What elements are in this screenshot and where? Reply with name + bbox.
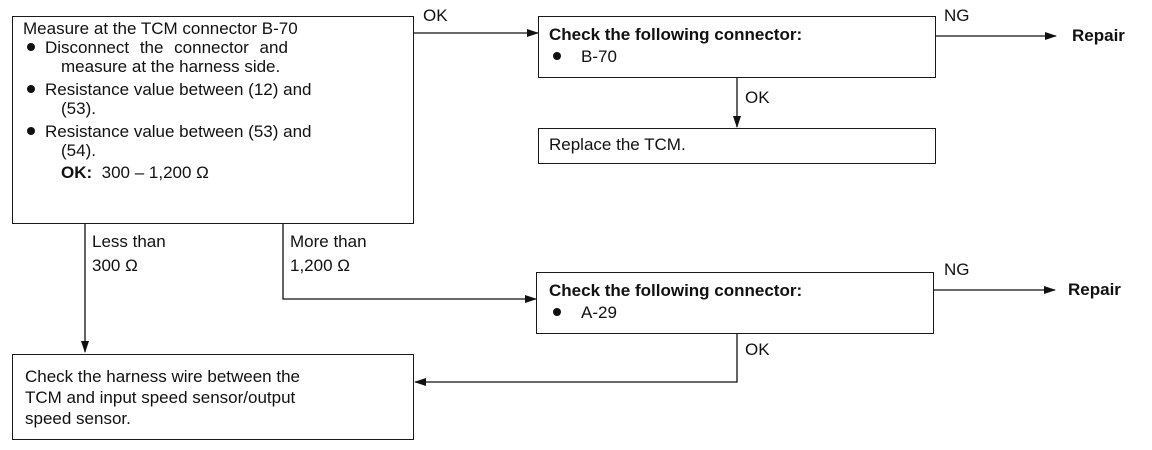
- harness-check-box: Check the harness wire between the TCM a…: [12, 354, 414, 440]
- measure-box: Measure at the TCM connector B-70 Discon…: [12, 16, 414, 224]
- check-a29-item: A-29: [553, 303, 617, 322]
- ok-range-value: 300 – 1,200 Ω: [101, 163, 209, 182]
- check-b70-title: Check the following connector:: [549, 25, 803, 44]
- replace-tcm-text: Replace the TCM.: [549, 135, 686, 154]
- ok-label-mid: OK: [745, 88, 770, 107]
- more-than-arrow: [282, 224, 537, 303]
- check-b70-connector: B-70: [581, 47, 617, 66]
- measure-bullet-cont: (53).: [61, 99, 96, 118]
- measure-title: Measure at the TCM connector B-70: [23, 19, 298, 38]
- ok-range-label: OK:: [61, 163, 93, 182]
- more-than-value: 1,200 Ω: [290, 256, 350, 275]
- bullet-text: Resistance value between (53) and: [45, 122, 312, 141]
- bullet-icon: [553, 51, 561, 60]
- measure-bullet-line: Resistance value between (53) and: [27, 122, 312, 141]
- bullet-text: Resistance value between (12) and: [45, 80, 312, 99]
- repair-label-top: Repair: [1072, 26, 1125, 45]
- ok-arrow-bottom: [414, 334, 738, 386]
- measure-bullet-line: Disconnect the connector and: [27, 38, 288, 57]
- check-a29-connector: A-29: [581, 303, 617, 322]
- ng-label-top: NG: [944, 6, 970, 25]
- bullet-icon: [27, 84, 35, 93]
- bullet-icon: [27, 126, 35, 135]
- check-b70-item: B-70: [553, 47, 617, 66]
- measure-bullet-cont: measure at the harness side.: [61, 57, 281, 76]
- less-than-value: 300 Ω: [92, 256, 138, 275]
- ok-range: OK: 300 – 1,200 Ω: [61, 163, 209, 182]
- measure-bullet-line: Resistance value between (12) and: [27, 80, 312, 99]
- ok-label-top: OK: [423, 6, 448, 25]
- bullet-icon: [553, 307, 561, 316]
- repair-label-bottom: Repair: [1068, 280, 1121, 299]
- check-a29-box: Check the following connector: A-29: [536, 272, 934, 334]
- ng-label-bottom: NG: [944, 260, 970, 279]
- more-than-label: More than: [290, 232, 367, 251]
- less-than-label: Less than: [92, 232, 166, 251]
- check-a29-title: Check the following connector:: [549, 281, 803, 300]
- harness-line: TCM and input speed sensor/output: [25, 388, 296, 407]
- harness-line: speed sensor.: [25, 409, 131, 428]
- ok-label-bottom: OK: [745, 340, 770, 359]
- harness-line: Check the harness wire between the: [25, 367, 300, 386]
- replace-tcm-box: Replace the TCM.: [538, 128, 936, 164]
- measure-bullet-cont: (54).: [61, 141, 96, 160]
- bullet-text: Disconnect the connector and: [45, 38, 288, 57]
- check-b70-box: Check the following connector: B-70: [538, 16, 936, 78]
- bullet-icon: [27, 42, 35, 51]
